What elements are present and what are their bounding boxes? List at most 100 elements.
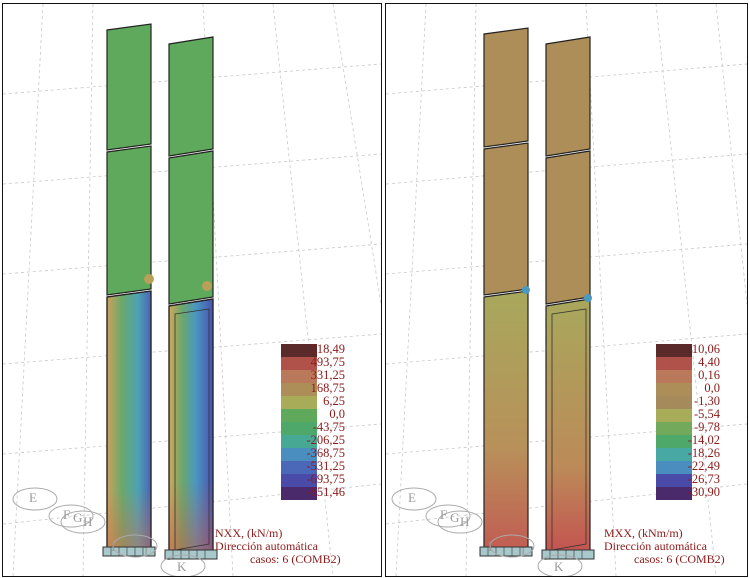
nxx-legend-row: -693,75 xyxy=(281,473,381,487)
mxx-legend-swatch xyxy=(656,370,692,383)
nxx-caption-quantity: NXX, (kN/m) xyxy=(215,526,283,540)
mxx-legend-value: 10,06 xyxy=(691,342,720,356)
grid-label-h: H xyxy=(460,514,470,529)
nxx-legend-row: -531,25 xyxy=(281,459,381,474)
nxx-legend-row: -368,75 xyxy=(281,446,381,461)
mxx-legend-swatch xyxy=(656,435,692,448)
nxx-legend-value: 331,25 xyxy=(310,368,345,382)
nxx-legend-value: -43,75 xyxy=(312,420,345,434)
mxx-legend-value: -9,78 xyxy=(693,420,720,434)
grid-label-k: K xyxy=(177,559,187,574)
grid-label-e: E xyxy=(29,490,37,505)
mxx-legend-row: -9,78 xyxy=(656,420,747,435)
nxx-legend-value: -851,46 xyxy=(306,485,345,499)
mxx-legend-swatch xyxy=(656,396,692,409)
mxx-legend-value: -18,26 xyxy=(687,446,720,460)
mxx-legend-row: 0,0 xyxy=(656,382,747,396)
mxx-legend-row: -18,26 xyxy=(656,446,747,461)
grid-label-f: F xyxy=(63,507,71,522)
nxx-legend-value: -531,25 xyxy=(306,459,345,473)
mxx-legend-row: 0,16 xyxy=(656,368,747,383)
mxx-legend-value: -22,49 xyxy=(687,459,720,473)
mxx-legend-row: -22,49 xyxy=(656,459,747,474)
nxx-legend-row: 331,25 xyxy=(281,368,381,383)
wall-2 xyxy=(168,36,214,560)
nxx-legend-value: 6,25 xyxy=(323,394,345,408)
mxx-legend-value: -1,30 xyxy=(693,394,720,408)
mxx-legend-value: -26,73 xyxy=(687,472,720,486)
nxx-legend-swatch xyxy=(281,461,317,474)
mxx-legend-row: -14,02 xyxy=(656,433,747,448)
nxx-legend-row: -206,25 xyxy=(281,433,381,448)
grid-label-h: H xyxy=(83,514,93,529)
wall-supports xyxy=(479,546,595,560)
grid-label-j: J xyxy=(520,544,526,559)
wall-1 xyxy=(483,27,530,556)
mxx-legend-swatch xyxy=(656,383,692,396)
mxx-caption-direction: Dirección automática xyxy=(604,539,707,553)
nxx-legend-value: -368,75 xyxy=(306,446,345,460)
wall-supports xyxy=(102,546,218,560)
grid-label-k: K xyxy=(554,559,564,574)
nxx-legend-swatch xyxy=(281,422,317,435)
mxx-legend-row: 10,06 xyxy=(656,342,747,357)
mxx-legend-row: 4,40 xyxy=(656,355,747,370)
mxx-model-view xyxy=(386,4,747,576)
mxx-legend-row: -1,30 xyxy=(656,394,747,409)
grid-bubbles xyxy=(391,487,583,576)
mxx-caption-quantity: MXX, (kNm/m) xyxy=(604,526,683,540)
mxx-caption: MXX, (kNm/m) Dirección automática casos:… xyxy=(604,527,725,566)
nxx-legend-value: -206,25 xyxy=(306,433,345,447)
nxx-legend-value: 493,75 xyxy=(310,355,345,369)
nxx-legend-value: 0,0 xyxy=(329,407,345,421)
mxx-legend-swatch xyxy=(656,448,692,461)
nxx-legend-row: 6,25 xyxy=(281,394,381,409)
nxx-legend-swatch xyxy=(281,409,317,422)
nxx-caption-direction: Dirección automática xyxy=(215,539,318,553)
nxx-legend-swatch xyxy=(281,435,317,448)
mxx-legend-value: 0,16 xyxy=(698,368,720,382)
nxx-legend-value: 168,75 xyxy=(310,381,345,395)
nxx-legend-row: 718,49 xyxy=(281,342,381,357)
mxx-legend-value: 4,40 xyxy=(698,355,720,369)
wall-2 xyxy=(545,36,592,560)
nxx-legend-row: 493,75 xyxy=(281,355,381,370)
nxx-caption: NXX, (kN/m) Dirección automática casos: … xyxy=(215,527,341,566)
nxx-legend-row: -851,46 xyxy=(281,485,381,500)
mxx-legend-swatch xyxy=(656,344,692,357)
nxx-legend-swatch xyxy=(281,396,317,409)
mxx-legend-swatch xyxy=(656,474,692,487)
mxx-legend-swatch xyxy=(656,357,692,370)
mxx-legend-swatch xyxy=(656,461,692,474)
grid-label-i: I xyxy=(111,539,116,554)
nxx-legend-swatch xyxy=(281,383,317,396)
grid-label-i: I xyxy=(488,539,493,554)
mxx-legend-swatch xyxy=(656,487,692,500)
mxx-legend-swatch xyxy=(656,409,692,422)
nxx-legend-row: 168,75 xyxy=(281,381,381,396)
mxx-legend-value: -5,54 xyxy=(693,407,720,421)
nxx-legend-swatch xyxy=(281,370,317,383)
nxx-model-view xyxy=(3,4,381,576)
nxx-legend-row: 0,0 xyxy=(281,407,381,422)
nxx-caption-cases: casos: 6 (COMB2) xyxy=(250,552,341,566)
nxx-legend-swatch xyxy=(281,357,317,370)
grid-label-g: G xyxy=(450,510,460,525)
nxx-legend-swatch xyxy=(281,448,317,461)
nxx-legend-value: 718,49 xyxy=(310,342,345,356)
mxx-legend-swatch xyxy=(656,422,692,435)
mxx-legend-value: -14,02 xyxy=(687,433,720,447)
nxx-legend-swatch xyxy=(281,344,317,357)
nxx-legend-row: -43,75 xyxy=(281,420,381,435)
grid-label-f: F xyxy=(440,507,448,522)
mxx-legend-value: -30,90 xyxy=(687,485,720,499)
nxx-legend-swatch xyxy=(281,487,317,500)
grid-label-g: G xyxy=(73,510,83,525)
grid-bubbles xyxy=(12,487,206,576)
mxx-legend-row: -30,90 xyxy=(656,485,747,500)
grid-label-j: J xyxy=(143,544,149,559)
mxx-legend-row: -26,73 xyxy=(656,472,747,487)
grid-lines xyxy=(3,4,381,576)
